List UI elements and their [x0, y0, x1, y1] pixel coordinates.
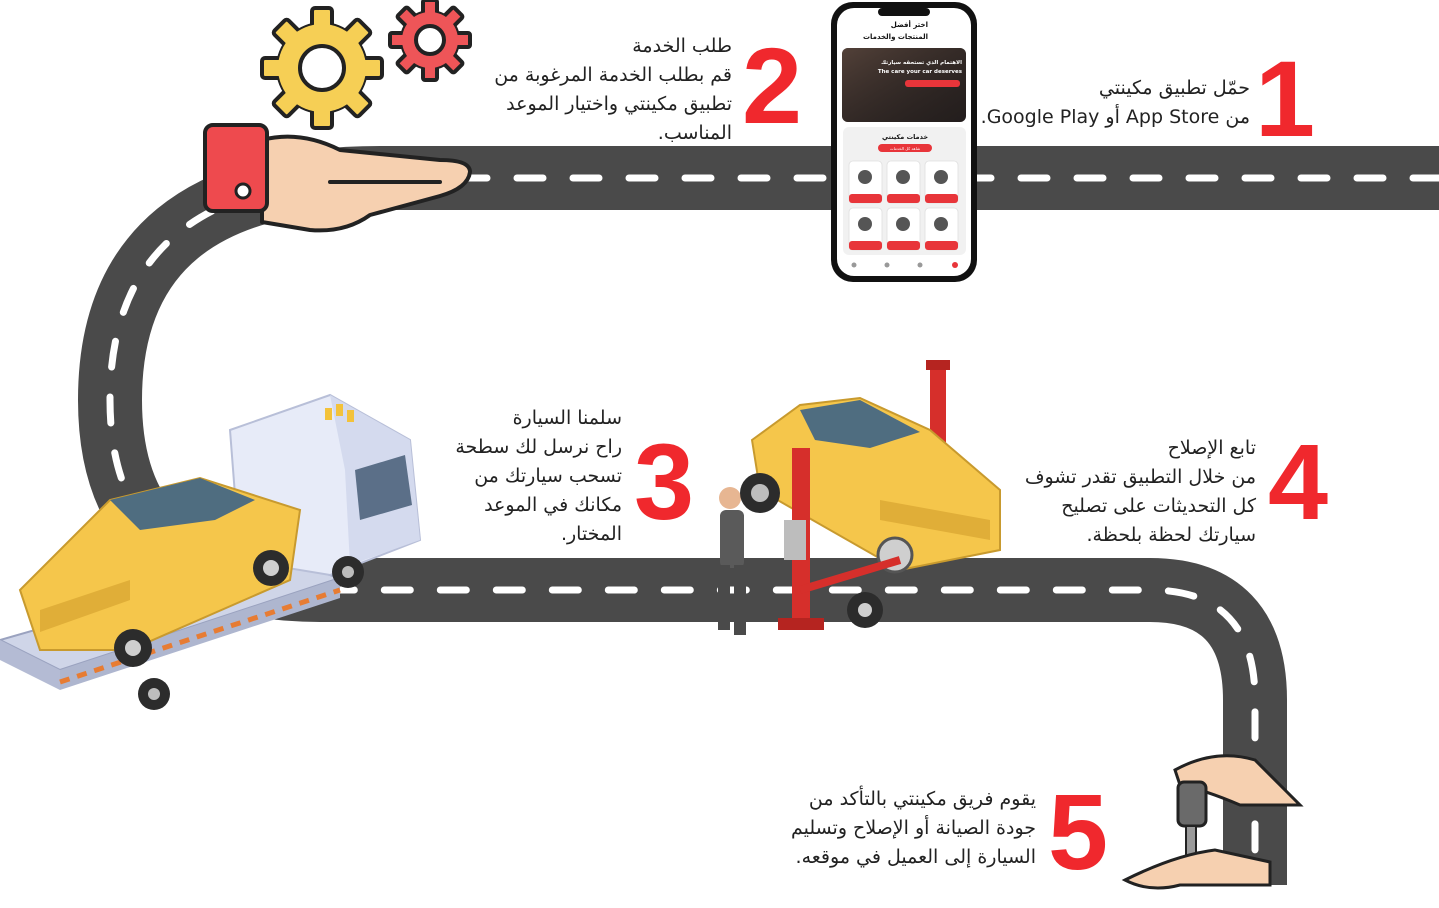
- step-4-text: تابع الإصلاح من خلال التطبيق تقدر تشوف ك…: [990, 434, 1256, 550]
- step-2-line-4: المناسب.: [657, 122, 732, 144]
- step-5-line-2: جودة الصيانة أو الإصلاح وتسليم: [790, 817, 1036, 839]
- step-2-line-1: طلب الخدمة: [632, 35, 732, 57]
- tow-truck-illustration: [0, 393, 422, 710]
- step-3-line-1: سلمنا السيارة: [512, 407, 622, 429]
- step-3-line-4: مكانك في الموعد: [484, 494, 622, 516]
- step-3-text: سلمنا السيارة راح نرسل لك سطحة تسحب سيار…: [410, 404, 622, 549]
- step-3-line-5: المختار.: [560, 523, 622, 545]
- step-5-line-3: السيارة إلى العميل في موقعه.: [795, 846, 1036, 868]
- step-5-line-1: يقوم فريق مكينتي بالتأكد من: [808, 788, 1036, 810]
- phone-header-line1: اختر أفضل: [891, 20, 928, 29]
- step-3-number: 3: [634, 421, 695, 542]
- step-4-line-2: من خلال التطبيق تقدر تشوف: [1024, 466, 1256, 488]
- red-gear-icon: [388, 0, 472, 82]
- phone-services-button: شاهد كل الخدمات: [890, 146, 921, 151]
- step-2-line-2: قم بطلب الخدمة المرغوبة من: [494, 64, 732, 86]
- step-2-line-3: تطبيق مكينتي واختيار الموعد: [506, 93, 732, 115]
- step-2-text: طلب الخدمة قم بطلب الخدمة المرغوبة من تط…: [440, 32, 732, 148]
- step-3-line-2: راح نرسل لك سطحة: [455, 436, 622, 458]
- step-1-line-2: من App Store أو Google Play.: [980, 106, 1250, 128]
- phone-header-line2: المنتجات والخدمات: [863, 33, 928, 41]
- phone-banner-en: The care your car deserves: [878, 69, 963, 75]
- step-1-text: حمّل تطبيق مكينتي من App Store أو Google…: [960, 74, 1250, 132]
- step-2-number: 2: [742, 25, 803, 146]
- step-4-line-4: سيارتك لحظة بلحظة.: [1086, 524, 1256, 546]
- step-1-line-1: حمّل تطبيق مكينتي: [1098, 77, 1250, 99]
- step-4-number: 4: [1268, 421, 1329, 542]
- phone-services-title: خدمات مكينتي: [882, 133, 928, 141]
- step-1-number: 1: [1255, 38, 1316, 159]
- key-handover-illustration: [1121, 754, 1304, 890]
- phone-banner-ar: الاهتمام الذي تستحقه سيارتك: [881, 60, 962, 66]
- step-4-line-3: كل التحديثات على تصليح: [1061, 495, 1256, 517]
- car-lift-illustration: [718, 360, 1001, 635]
- step-4-line-1: تابع الإصلاح: [1167, 437, 1256, 459]
- phone-mockup: اختر أفضل المنتجات والخدمات الاهتمام الذ…: [831, 2, 977, 282]
- step-3-line-3: تسحب سيارتك من: [474, 465, 622, 487]
- open-hand-icon: [203, 123, 472, 233]
- yellow-gear-icon: [260, 6, 384, 130]
- step-5-text: يقوم فريق مكينتي بالتأكد من جودة الصيانة…: [720, 785, 1036, 872]
- step-5-number: 5: [1048, 771, 1109, 892]
